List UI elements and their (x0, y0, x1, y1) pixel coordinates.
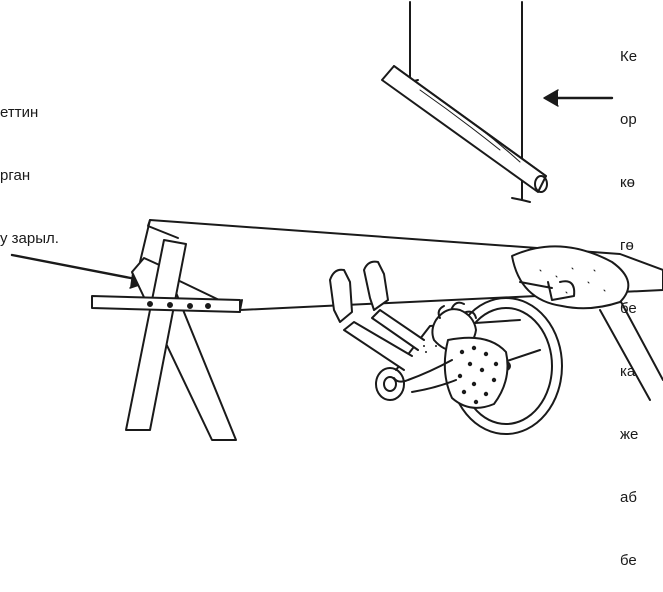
caption-right-line: аб (620, 487, 663, 508)
arrow-pointing-to-bar-icon (544, 90, 612, 106)
arrow-pointing-to-bench-icon (12, 255, 148, 288)
illustration (0, 0, 663, 443)
caption-right-line: бе (620, 550, 663, 571)
